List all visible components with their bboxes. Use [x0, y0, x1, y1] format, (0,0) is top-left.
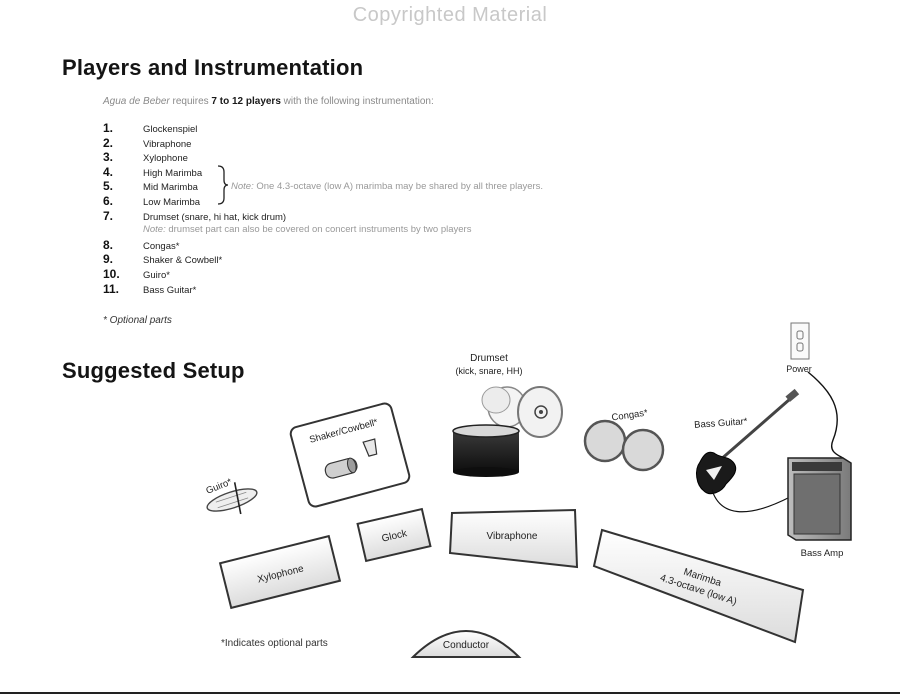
section-title-setup: Suggested Setup — [62, 358, 245, 383]
list-item: 5. Mid Marimba — [103, 179, 471, 194]
kick-top — [452, 424, 520, 438]
vibraphone: Vibraphone — [448, 508, 579, 569]
list-item: 4. High Marimba — [103, 165, 471, 180]
list-item: 7. Drumset (snare, hi hat, kick drum) — [103, 209, 471, 224]
intro-text: Agua de Beber requires 7 to 12 players w… — [103, 96, 434, 107]
item-name: Drumset (snare, hi hat, kick drum) — [143, 211, 287, 223]
hihat — [481, 386, 511, 414]
item-name: Bass Guitar* — [143, 284, 197, 296]
instrument-list: 1.Glockenspiel 2.Vibraphone 3.Xylophone … — [103, 121, 471, 296]
drumset-sublabel: (kick, snare, HH) — [455, 366, 522, 376]
bass-amp — [787, 457, 852, 541]
item-number: 2. — [103, 135, 114, 150]
bass-cable — [711, 489, 791, 513]
list-item: 3. Xylophone — [103, 150, 471, 165]
bottom-rule — [0, 692, 900, 694]
drum-note-label: Note: — [143, 224, 166, 236]
intro-pre: requires — [169, 96, 212, 107]
item-name: Congas* — [143, 240, 180, 252]
kick-bottom — [453, 467, 519, 477]
congas — [583, 419, 665, 472]
item-name: Vibraphone — [143, 138, 192, 150]
item-name: Glockenspiel — [143, 124, 198, 135]
item-name: Shaker & Cowbell* — [143, 255, 223, 267]
glock: Glock — [356, 507, 432, 563]
item-number: 8. — [103, 237, 114, 252]
marimba: Marimba 4.3-octave (low A) — [592, 528, 805, 644]
marimba-note-label: Note: — [231, 181, 254, 192]
item-number: 4. — [103, 164, 114, 179]
tom-dot — [539, 410, 543, 414]
item-name: Xylophone — [143, 153, 188, 165]
bass-guitar — [696, 388, 800, 495]
bass-guitar-label: Bass Guitar* — [694, 416, 748, 431]
item-number: 7. — [103, 208, 114, 223]
vibraphone-label: Vibraphone — [487, 531, 538, 542]
drumset-label: Drumset — [470, 353, 508, 364]
list-item: 6. Low Marimba — [103, 194, 471, 209]
marimba-brace — [217, 165, 229, 205]
optional-parts-legend: *Indicates optional parts — [221, 638, 328, 649]
drumset-note: Note: drumset part can also be covered o… — [103, 223, 471, 238]
power-outlet — [790, 322, 810, 360]
shaker-cowbell: Shaker/Cowbell* — [289, 402, 411, 508]
marimba-note: Note: One 4.3-octave (low A) marimba may… — [231, 181, 543, 192]
conductor-label: Conductor — [443, 640, 490, 651]
cowbell-icon — [362, 438, 378, 457]
item-number: 9. — [103, 252, 114, 267]
item-number: 5. — [103, 179, 114, 194]
list-item: 2. Vibraphone — [103, 136, 471, 151]
list-item: 8. Congas* — [103, 238, 471, 253]
item-name: Low Marimba — [143, 196, 201, 208]
item-number: 10. — [103, 266, 120, 281]
player-count: 7 to 12 players — [211, 96, 281, 107]
tom-center — [534, 405, 548, 419]
xylophone: Xylophone — [218, 534, 342, 610]
list-item: 9. Shaker & Cowbell* — [103, 252, 471, 267]
guiro — [206, 482, 258, 515]
item-number: 1. — [103, 121, 114, 135]
section-title-players: Players and Instrumentation — [62, 55, 364, 80]
power-cable — [807, 371, 844, 459]
bass-amp-label: Bass Amp — [801, 548, 844, 559]
item-number: 3. — [103, 150, 114, 165]
item-name: Mid Marimba — [143, 182, 198, 194]
list-item: 1. Glockenspiel — [103, 121, 471, 136]
drumset — [452, 386, 563, 477]
item-number: 6. — [103, 193, 114, 208]
optional-parts-note: * Optional parts — [103, 315, 172, 326]
list-item: 11. Bass Guitar* — [103, 282, 471, 297]
congas-label: Congas* — [611, 408, 649, 424]
watermark: Copyrighted Material — [352, 4, 548, 26]
item-name: Guiro* — [143, 269, 170, 281]
conductor: Conductor — [410, 630, 522, 658]
item-name: High Marimba — [143, 167, 203, 179]
piece-title: Agua de Beber — [103, 96, 170, 107]
intro-post: with the following instrumentation: — [280, 96, 434, 107]
drum-note-text: drumset part can also be covered on conc… — [165, 224, 472, 236]
list-item: 10. Guiro* — [103, 267, 471, 282]
kick-shell — [453, 431, 519, 472]
item-number: 11. — [103, 281, 120, 296]
marimba-note-text: One 4.3-octave (low A) marimba may be sh… — [253, 181, 544, 192]
power-label: Power — [786, 364, 812, 374]
